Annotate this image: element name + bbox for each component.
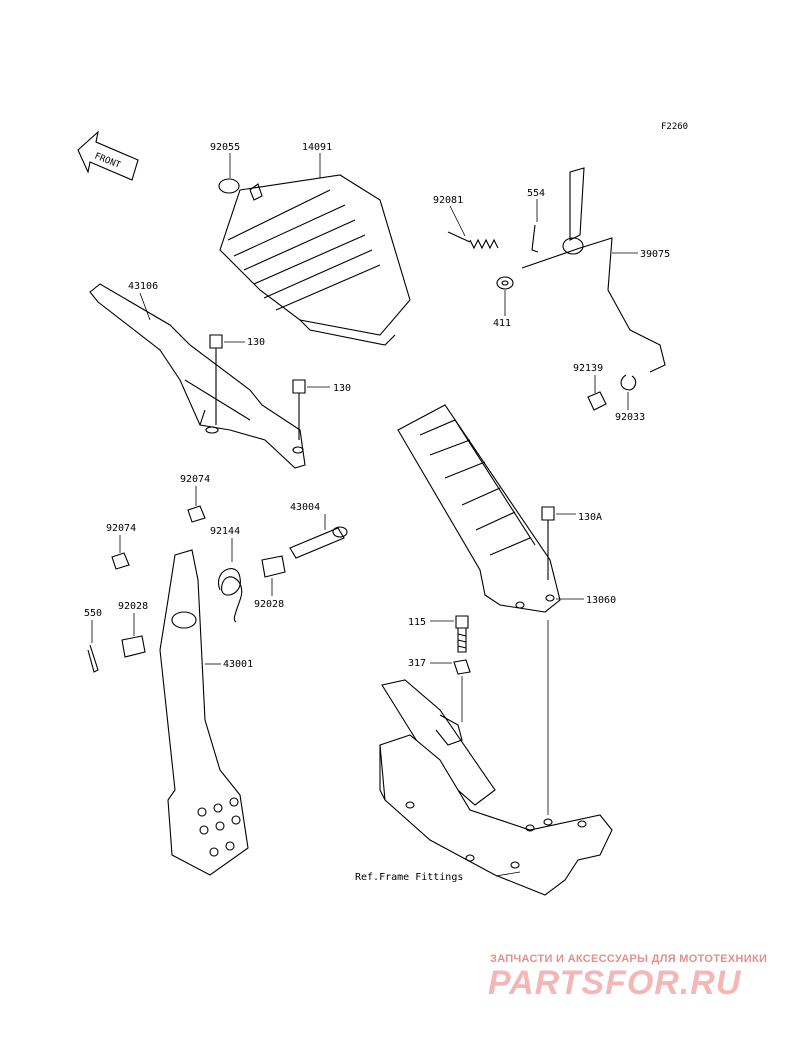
label-115: 115 (408, 617, 426, 628)
label-130b: 130 (333, 383, 351, 394)
label-92055: 92055 (210, 142, 240, 153)
bolt-115 (455, 615, 469, 653)
label-43001: 43001 (223, 659, 253, 670)
label-92074a: 92074 (180, 474, 210, 485)
label-14091: 14091 (302, 142, 332, 153)
spring-92144 (217, 568, 243, 623)
pin-550 (87, 644, 99, 673)
clip-92033 (620, 374, 637, 391)
label-92139: 92139 (573, 363, 603, 374)
label-13060: 13060 (586, 595, 616, 606)
pedal-43001 (159, 549, 249, 876)
figure-code: F2260 (661, 122, 688, 132)
label-92033: 92033 (615, 412, 645, 423)
washer-411 (496, 276, 514, 290)
spring-92081 (447, 231, 499, 250)
nut-317 (453, 659, 471, 675)
cap-92074b (111, 552, 130, 570)
pedal-13060 (397, 404, 561, 613)
label-43106: 43106 (128, 281, 158, 292)
ref-frame-label: Ref.Frame Fittings (355, 872, 463, 883)
label-550: 550 (84, 608, 102, 619)
watermark-logo: PARTSFOR.RU (488, 964, 742, 1002)
label-317: 317 (408, 658, 426, 669)
bushing-92028b (121, 635, 146, 658)
label-554: 554 (527, 188, 545, 199)
pin-554 (531, 224, 539, 253)
lever-43106 (89, 283, 306, 469)
label-39075: 39075 (640, 249, 670, 260)
collar-92139 (587, 391, 607, 411)
frame-fitting (379, 679, 613, 896)
bushing-92028a (261, 555, 286, 578)
label-92074b: 92074 (106, 523, 136, 534)
bolt-130a (209, 334, 223, 425)
rod-39075 (521, 167, 666, 373)
bolt-130b (292, 379, 306, 440)
o-ring-92055 (218, 178, 240, 194)
bolt-130A (541, 506, 555, 580)
label-92144: 92144 (210, 526, 240, 537)
label-92028a: 92028 (254, 599, 284, 610)
cover-14091 (219, 174, 411, 346)
pin-43004 (289, 526, 348, 559)
label-130a: 130 (247, 337, 265, 348)
label-92081: 92081 (433, 195, 463, 206)
front-arrow-icon: FRONT (77, 130, 139, 181)
watermark-subtitle: ЗАПЧАСТИ И АКСЕССУАРЫ ДЛЯ МОТОТЕХНИКИ (490, 953, 768, 965)
label-130A: 130A (578, 512, 602, 523)
label-43004: 43004 (290, 502, 320, 513)
label-411: 411 (493, 318, 511, 329)
label-92028b: 92028 (118, 601, 148, 612)
cap-92074a (187, 505, 206, 523)
